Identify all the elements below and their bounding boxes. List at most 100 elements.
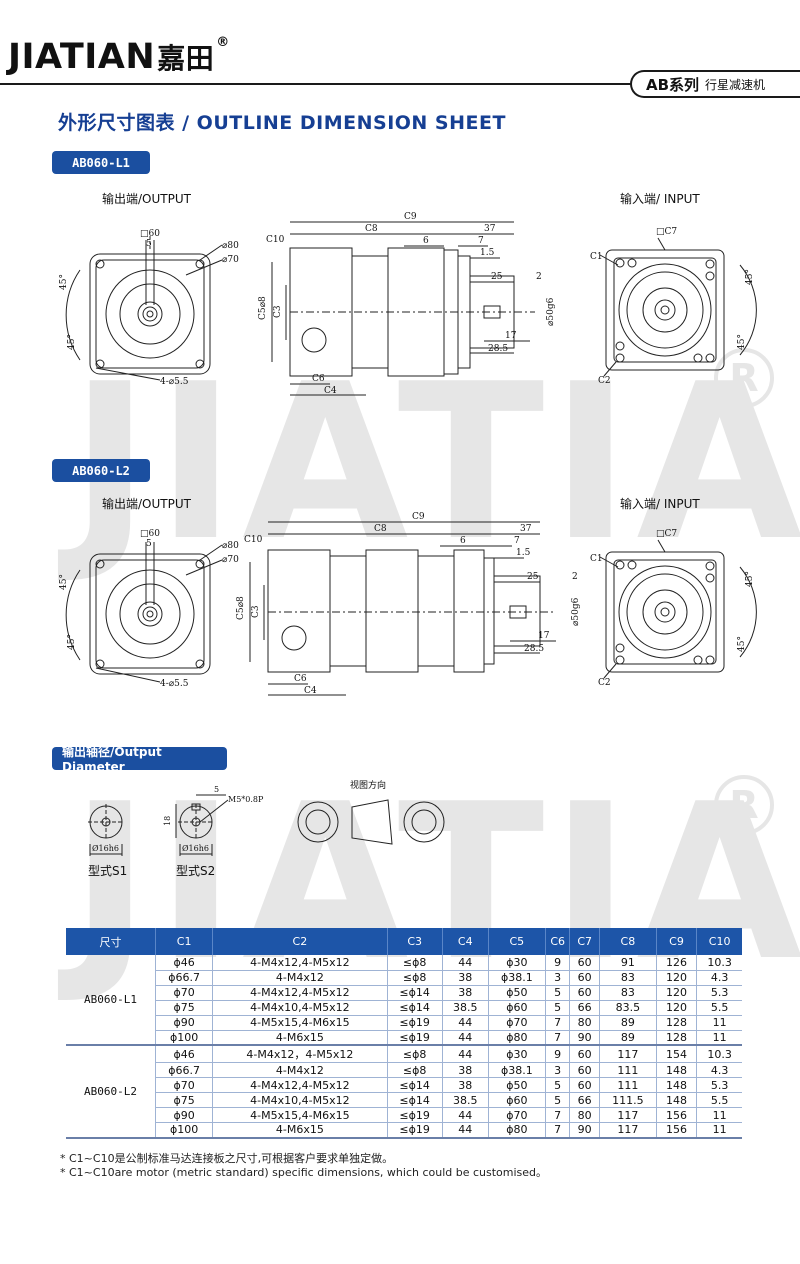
dim-label: 4-⌀5.5 (160, 679, 189, 689)
dim-label: 2 (536, 272, 542, 282)
table-cell: 5 (545, 1092, 571, 1108)
table-cell: ≤ϕ19 (387, 1107, 443, 1123)
table-cell: 4-M5x15,4-M6x15 (212, 1015, 388, 1031)
table-model-cell: AB060-L1 (66, 955, 157, 1046)
table-cell: 66 (569, 1092, 600, 1108)
dim-label: ⌀50g6 (546, 297, 556, 326)
table-cell: 3 (545, 970, 571, 986)
model-tag-text: AB060-L2 (72, 463, 130, 478)
table-cell: 120 (656, 1000, 698, 1016)
dim-label: C10 (244, 535, 263, 545)
table-cell: 4-M4x10,4-M5x12 (212, 1000, 388, 1016)
table-cell: ϕ50 (488, 985, 546, 1001)
table-cell: 10.3 (696, 1045, 742, 1063)
shaft-type-s1: Ø16h6 (88, 804, 124, 856)
table-cell: 5 (545, 985, 571, 1001)
table-cell: 126 (656, 955, 698, 971)
table-cell: 44 (442, 1030, 489, 1046)
shaft-type-s2: 5 M5*0.8P 18 Ø16h6 (163, 785, 264, 856)
dim-label: 7 (514, 536, 520, 546)
table-header-cell: C4 (442, 928, 489, 955)
table-cell: ϕ38.1 (488, 1062, 546, 1078)
table-cell: ≤ϕ14 (387, 1092, 443, 1108)
table-cell: 4-M4x12,4-M5x12 (212, 985, 388, 1001)
dim-label: 45° (67, 334, 77, 350)
table-cell: 5.3 (696, 1077, 742, 1093)
table-cell: 111 (599, 1077, 657, 1093)
section-title: 外形尺寸图表 / OUTLINE DIMENSION SHEET (58, 112, 506, 134)
table-cell: ≤ϕ14 (387, 1077, 443, 1093)
table-cell: 111 (599, 1062, 657, 1078)
table-cell: 60 (569, 1077, 600, 1093)
table-cell: 89 (599, 1030, 657, 1046)
table-cell: 90 (569, 1122, 600, 1139)
dim-label: 5 (146, 539, 152, 549)
dim-label: 45° (737, 636, 747, 652)
dim-label: C8 (365, 224, 378, 234)
registered-icon: ® (216, 35, 230, 50)
dim-label: 25 (527, 572, 539, 582)
dim-label: C5⌀8 (258, 296, 268, 320)
output-label: 输出端/OUTPUT (102, 192, 191, 206)
table-cell: ϕ30 (488, 955, 546, 971)
table-cell: 128 (656, 1030, 698, 1046)
table-cell: 90 (569, 1030, 600, 1046)
table-header-cell: C6 (545, 928, 571, 955)
brand-name-cn: 嘉田 (157, 42, 215, 75)
series-sub: 行星减速机 (705, 77, 766, 92)
table-cell: 120 (656, 970, 698, 986)
dim-label: ⌀70 (222, 255, 239, 265)
dim-label: 5 (146, 239, 152, 249)
table-cell: 11 (696, 1107, 742, 1123)
dim-label: 45° (745, 269, 755, 285)
dim-label: C1 (590, 554, 603, 564)
table-cell: 7 (545, 1107, 571, 1123)
dim-label: 28.5 (524, 644, 544, 654)
table-cell: 9 (545, 955, 571, 971)
output-diameter-tag-text: 输出轴径/Output Diameter (62, 745, 162, 774)
table-cell: ≤ϕ19 (387, 1122, 443, 1139)
dim-label: C6 (312, 374, 325, 384)
table-cell: ϕ80 (488, 1122, 546, 1139)
input-label: 输入端/ INPUT (620, 192, 700, 206)
dim-label: 2 (572, 572, 578, 582)
output-label: 输出端/OUTPUT (102, 497, 191, 511)
table-cell: 148 (656, 1077, 698, 1093)
dim-label: 28.5 (488, 344, 508, 354)
table-cell: ≤ϕ8 (387, 1062, 443, 1078)
table-cell: ϕ70 (488, 1107, 546, 1123)
table-cell: 4-M4x10,4-M5x12 (212, 1092, 388, 1108)
dim-label: ⌀70 (222, 555, 239, 565)
table-cell: 120 (656, 985, 698, 1001)
table-cell: 156 (656, 1122, 698, 1139)
table-cell: 117 (599, 1122, 657, 1139)
table-cell: 11 (696, 1030, 742, 1046)
table-cell: 60 (569, 1045, 600, 1063)
table-cell: 38 (442, 970, 489, 986)
table-cell: ≤ϕ14 (387, 1000, 443, 1016)
input-front-view-l2: □C7 C1 C2 45° 45° (590, 529, 757, 688)
table-cell: ≤ϕ19 (387, 1030, 443, 1046)
table-cell: 10.3 (696, 955, 742, 971)
dim-label: 5 (214, 785, 219, 794)
table-cell: 4-M4x12,4-M5x12 (212, 955, 388, 971)
table-cell: 128 (656, 1015, 698, 1031)
table-cell: 4-M6x15 (212, 1122, 388, 1139)
view-direction-diagram: 视图方向 (297, 779, 445, 845)
dim-label: □60 (140, 529, 160, 539)
dim-label: C3 (273, 305, 283, 318)
input-label: 输入端/ INPUT (620, 497, 700, 511)
dim-label: C10 (266, 235, 285, 245)
table-cell: 60 (569, 1062, 600, 1078)
dim-label: C9 (404, 212, 417, 222)
brand-name: JIATIAN (8, 37, 156, 77)
